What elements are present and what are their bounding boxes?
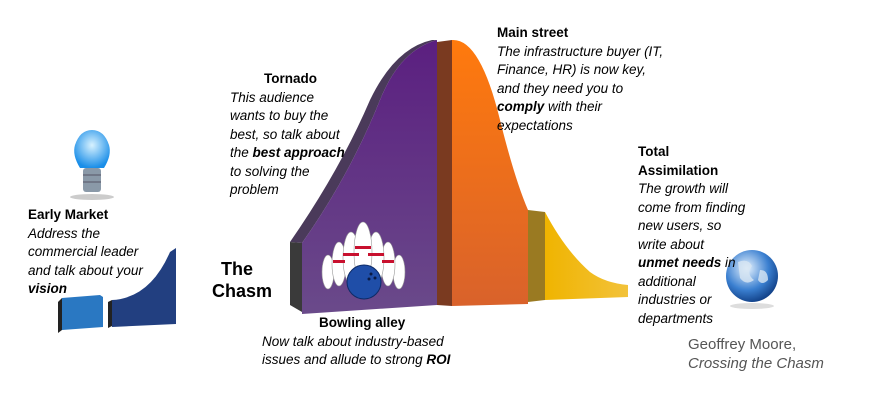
main-street-emphasis: comply <box>497 99 545 114</box>
bowling-alley-title: Bowling alley <box>319 315 406 330</box>
tornado-line: wants to buy the <box>230 108 329 123</box>
chasm-label: The Chasm <box>212 258 273 302</box>
main-street-text: Main street The infrastructure buyer (IT… <box>497 24 663 135</box>
source-book: Crossing the Chasm <box>688 355 824 372</box>
tornado-line: best, so talk about <box>230 126 340 142</box>
main-street-line: expectations <box>497 117 573 133</box>
tornado-emphasis: best approach <box>252 145 345 160</box>
main-street-text-after: with their <box>544 99 603 114</box>
assimilation-emphasis: unmet needs <box>638 255 722 270</box>
main-street-segment <box>437 39 528 306</box>
bowling-pins-icon <box>321 221 406 300</box>
bowling-alley-line: issues and allude to strong ROI <box>262 351 477 370</box>
early-market-text: Early Market Address the commercial lead… <box>28 206 143 299</box>
assimilation-title: Assimilation <box>638 162 719 178</box>
chasm-line: Chasm <box>212 281 273 301</box>
bowling-alley-text: Bowling alley Now talk about industry-ba… <box>262 314 477 370</box>
assimilation-line: unmet needs in <box>638 254 745 273</box>
tornado-title: Tornado <box>264 71 317 86</box>
early-market-line: commercial leader <box>28 244 139 259</box>
assimilation-title: Total <box>638 144 670 159</box>
early-market-segment <box>58 248 176 333</box>
early-market-title: Early Market <box>28 207 109 222</box>
chasm-line: The <box>220 259 253 279</box>
total-assimilation-text: Total Assimilation The growth will come … <box>638 143 745 328</box>
tornado-line: This audience <box>230 89 315 105</box>
early-market-line: and talk about your <box>28 262 143 278</box>
assimilation-line: The growth will <box>638 181 729 196</box>
tornado-line: problem <box>230 182 279 197</box>
globe-icon <box>726 250 778 309</box>
assimilation-line: come from finding <box>638 199 746 215</box>
bowling-emphasis: ROI <box>426 352 451 367</box>
light-bulb-icon <box>70 130 114 200</box>
assimilation-line: departments <box>638 310 714 326</box>
assimilation-line: new users, so <box>638 218 722 233</box>
tornado-line: the best approach <box>230 144 345 163</box>
total-assimilation-segment <box>528 210 628 302</box>
assimilation-text-after: in <box>721 255 736 270</box>
main-street-line: comply with their <box>497 98 663 117</box>
tornado-text-pre: the <box>230 145 253 160</box>
main-street-line: and they need you to <box>497 80 624 96</box>
bowling-alley-line: Now talk about industry-based <box>262 333 444 349</box>
assimilation-line: additional <box>638 273 696 289</box>
main-street-title: Main street <box>497 25 569 40</box>
source-author: Geoffrey Moore, <box>688 336 797 353</box>
bowling-text-pre: issues and allude to strong <box>262 352 427 367</box>
tornado-line: to solving the <box>230 163 310 179</box>
early-market-emphasis: vision <box>28 281 68 296</box>
early-market-line: Address the <box>28 225 101 241</box>
assimilation-line: industries or <box>638 292 712 307</box>
main-street-line: Finance, HR) is now key, <box>497 62 647 77</box>
tornado-text: Tornado This audience wants to buy the b… <box>230 70 345 200</box>
main-street-line: The infrastructure buyer (IT, <box>497 43 664 59</box>
source-citation: Geoffrey Moore, Crossing the Chasm <box>688 335 824 373</box>
assimilation-line: write about <box>638 236 705 252</box>
